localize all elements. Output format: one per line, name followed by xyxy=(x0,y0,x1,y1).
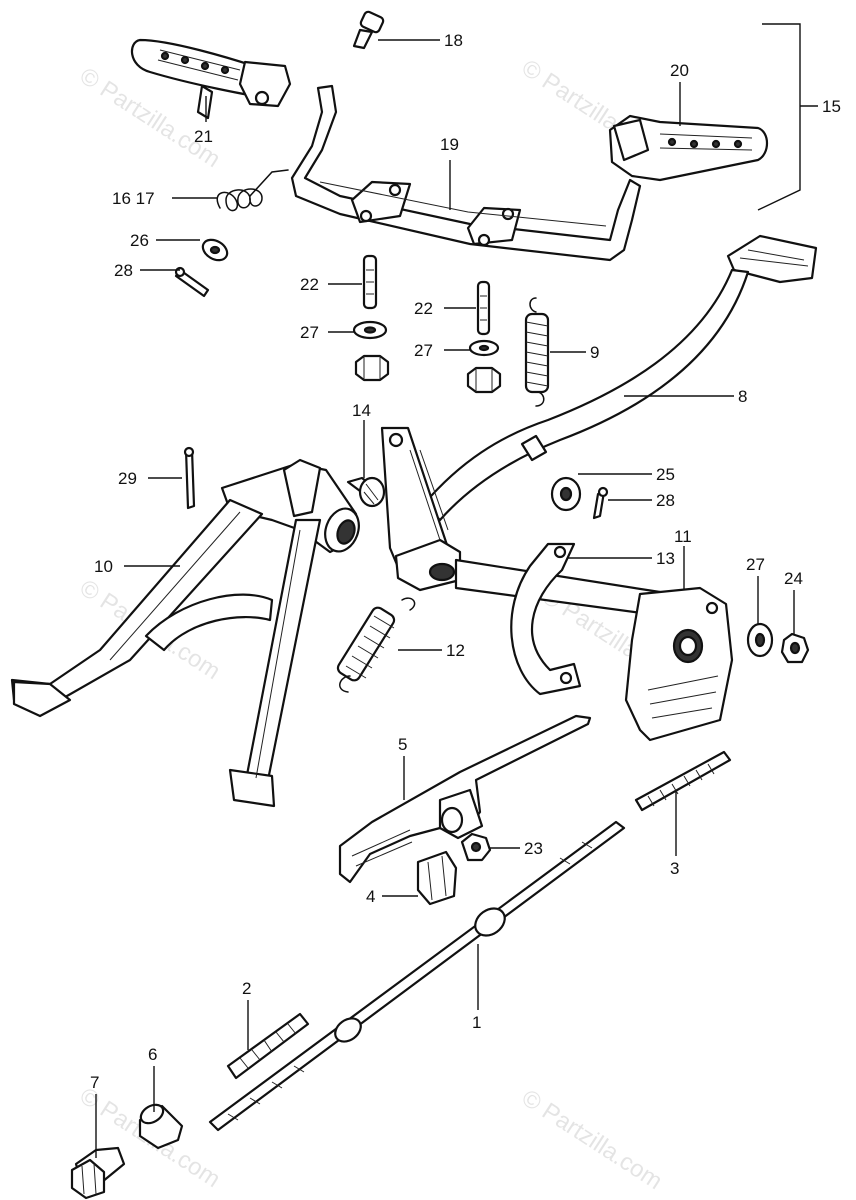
hex-nut-right xyxy=(466,366,502,394)
part-16-17-spring xyxy=(216,169,289,212)
part-28-cotter-pin-upper xyxy=(174,266,210,298)
part-27-washer-left xyxy=(352,320,388,340)
brake-arm-assembly xyxy=(380,426,666,618)
part-9-spring xyxy=(524,297,550,407)
callout-27-right: 27 xyxy=(414,341,433,360)
part-3-spring xyxy=(634,750,732,812)
part-23-nut xyxy=(460,832,492,862)
callout-9: 9 xyxy=(590,343,599,362)
part-5-lever xyxy=(338,714,592,884)
callout-24: 24 xyxy=(784,569,803,588)
part-14-adjuster xyxy=(346,476,386,508)
callout-7: 7 xyxy=(90,1073,99,1092)
part-2-spring xyxy=(226,1012,310,1080)
callout-13: 13 xyxy=(656,549,675,568)
part-22-pin-left xyxy=(362,254,378,310)
callout-15-bracket xyxy=(757,23,818,211)
part-28-cotter-pin-lower xyxy=(592,486,609,520)
callout-18: 18 xyxy=(444,31,463,50)
watermark-bottom-right: © Partzilla.com xyxy=(517,1084,667,1195)
callout-22-right: 22 xyxy=(414,299,433,318)
part-26-washer xyxy=(201,238,229,262)
callout-11: 11 xyxy=(674,527,692,546)
part-6-sleeve xyxy=(138,1103,184,1150)
callout-5: 5 xyxy=(398,735,407,754)
callout-8: 8 xyxy=(738,387,747,406)
callout-22-left: 22 xyxy=(300,275,319,294)
callout-28-upper: 28 xyxy=(114,261,133,280)
part-12-spring xyxy=(336,597,416,693)
leader-lines xyxy=(95,39,795,1158)
callout-19: 19 xyxy=(440,135,459,154)
callout-15: 15 xyxy=(822,97,841,116)
callout-23: 23 xyxy=(524,839,543,858)
part-13-stand-plate xyxy=(510,542,582,696)
callout-6: 6 xyxy=(148,1045,157,1064)
callout-10: 10 xyxy=(94,557,113,576)
part-24-nut xyxy=(780,632,810,664)
part-18-bolt xyxy=(352,10,385,50)
callout-4: 4 xyxy=(366,887,375,906)
callout-3: 3 xyxy=(670,859,679,878)
callout-20: 20 xyxy=(670,61,689,80)
callout-27-left: 27 xyxy=(300,323,319,342)
part-29-cotter-pin xyxy=(183,446,196,510)
callout-21: 21 xyxy=(194,127,213,146)
part-7-adjusting-nut xyxy=(70,1146,126,1200)
callout-26: 26 xyxy=(130,231,149,250)
callout-14: 14 xyxy=(352,401,371,420)
hex-nut-left xyxy=(354,354,390,382)
part-22-pin-right xyxy=(476,280,491,336)
part-27-washer-bracket xyxy=(746,622,774,658)
callout-29: 29 xyxy=(118,469,137,488)
callout-2: 2 xyxy=(242,979,251,998)
part-27-washer-right xyxy=(468,339,500,357)
part-4-block xyxy=(416,850,458,906)
part-21-left-footpeg xyxy=(130,38,292,120)
callout-labels: 18 15 20 21 19 16 17 26 28 22 27 22 27 9… xyxy=(90,31,841,1092)
part-10-main-stand xyxy=(10,458,360,808)
part-19-footpeg-bar xyxy=(290,84,642,262)
callout-1: 1 xyxy=(472,1013,481,1032)
part-20-right-footpeg xyxy=(608,114,769,182)
part-25-washer xyxy=(550,476,582,512)
callout-12: 12 xyxy=(446,641,465,660)
part-11-bracket xyxy=(624,586,734,742)
callout-28-lower: 28 xyxy=(656,491,675,510)
callout-16-17: 16 17 xyxy=(112,189,155,208)
callout-27-bracket: 27 xyxy=(746,555,765,574)
part-1-brake-rod xyxy=(208,820,626,1132)
callout-25: 25 xyxy=(656,465,675,484)
